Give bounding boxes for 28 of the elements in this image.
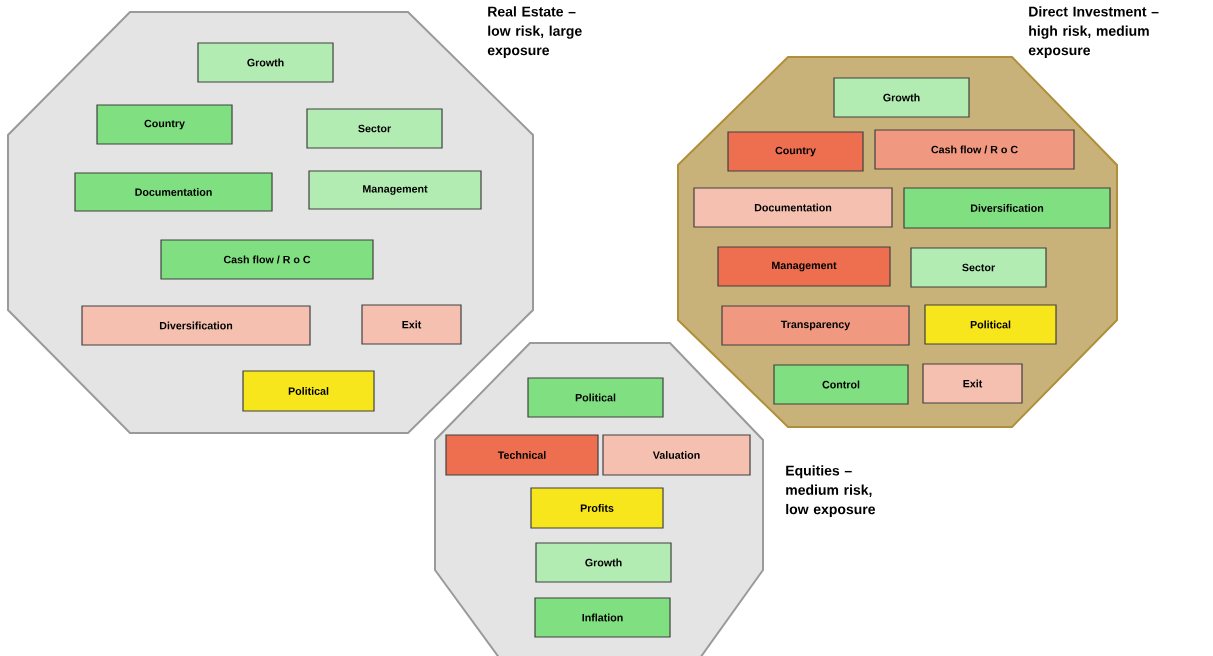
factor-box: Growth: [833, 77, 970, 118]
factor-box: Country: [96, 104, 233, 145]
factor-box: Technical: [445, 434, 599, 476]
factor-box: Exit: [361, 304, 462, 345]
factor-box: Sector: [910, 247, 1047, 288]
factor-box: Diversification: [81, 305, 311, 346]
factor-box: Profits: [530, 487, 664, 529]
factor-box: Political: [924, 304, 1057, 345]
node-label: Direct Investment – high risk, medium exposure: [1028, 6, 1159, 58]
factor-box: Inflation: [534, 597, 671, 638]
factor-box: Diversification: [903, 187, 1111, 229]
factor-box: Valuation: [602, 434, 751, 476]
factor-box: Management: [717, 246, 891, 287]
factor-box: Documentation: [693, 187, 893, 228]
factor-box: Growth: [535, 542, 672, 583]
factor-box: Transparency: [721, 305, 910, 346]
factor-box: Political: [242, 370, 375, 412]
factor-box: Exit: [922, 363, 1023, 404]
factor-box: Management: [308, 170, 482, 210]
factor-box: Political: [527, 377, 664, 418]
factor-box: Cash flow / R o C: [874, 129, 1075, 170]
factor-box: Cash flow / R o C: [160, 239, 374, 280]
factor-box: Control: [773, 364, 909, 405]
factor-box: Country: [727, 131, 864, 172]
factor-box: Sector: [306, 108, 443, 149]
factor-box: Growth: [197, 42, 334, 83]
node-label: Equities – medium risk, low exposure: [786, 465, 876, 517]
factor-box: Documentation: [74, 172, 273, 212]
